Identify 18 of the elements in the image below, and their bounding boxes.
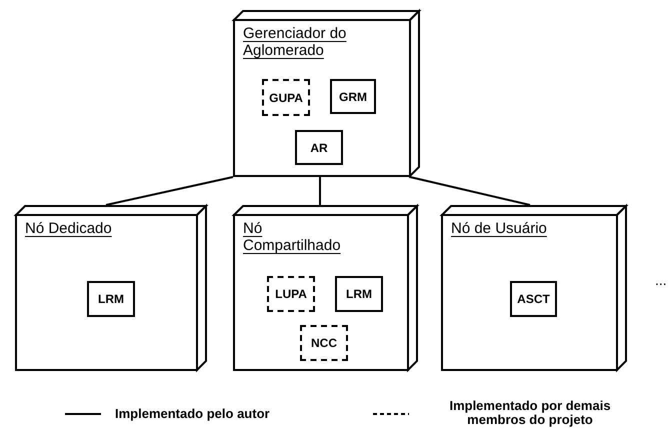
node-title: Nó Dedicado — [25, 220, 113, 237]
component-box: GUPA — [262, 79, 310, 116]
component-box: NCC — [300, 325, 348, 361]
component-box: LUPA — [267, 276, 315, 312]
connector-line — [106, 176, 234, 206]
legend-text: Implementado por demais membros do projeto — [448, 399, 612, 427]
component-box: ASCT — [510, 281, 557, 317]
connector-line — [410, 176, 530, 206]
component-box: LRM — [87, 281, 135, 317]
ellipsis-text: ... — [655, 273, 667, 287]
node-title: Nó de Usuário — [451, 220, 548, 237]
node-title: Nó Compartilhado — [243, 220, 342, 254]
component-box: LRM — [335, 276, 383, 312]
component-box: GRM — [330, 79, 376, 114]
node-title: Gerenciador do Aglomerado — [243, 25, 348, 59]
component-box: AR — [295, 130, 343, 165]
connector-line — [319, 177, 321, 205]
legend-text: Implementado pelo autor — [115, 407, 271, 421]
